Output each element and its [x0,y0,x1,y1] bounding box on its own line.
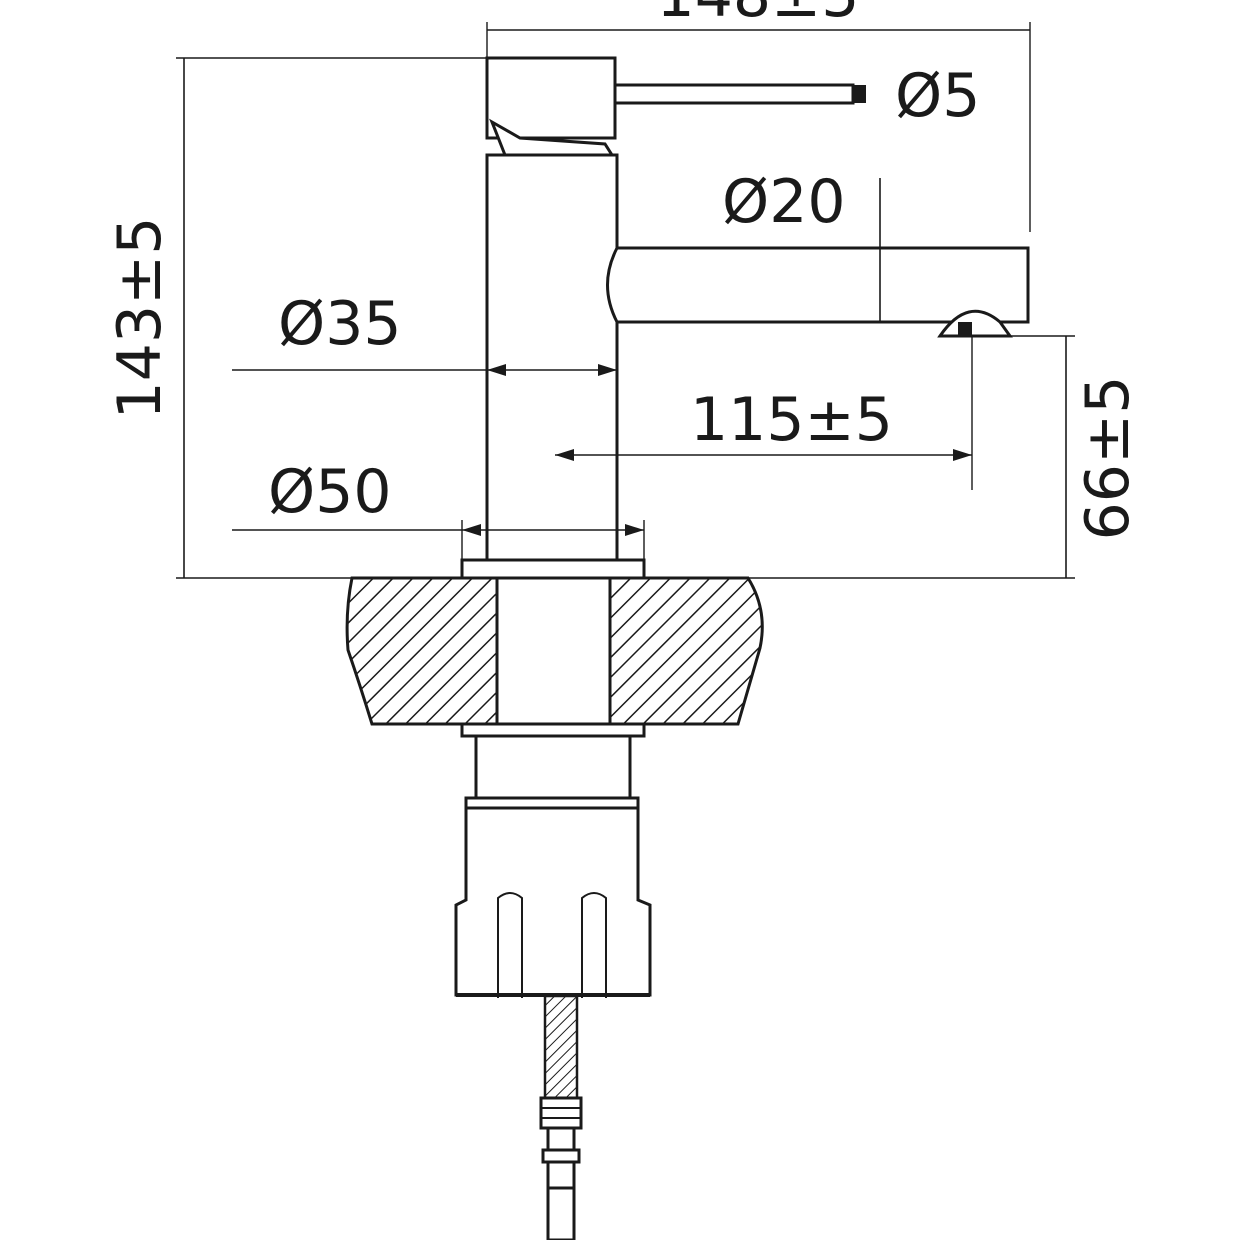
lever-rod [613,83,855,105]
lower-washer [460,722,646,738]
handle-cap [485,56,617,140]
lever-diameter-label: Ø5 [895,61,980,131]
overall-height-label: 143±5 [105,217,175,420]
dimension-labels: 148±5 Ø5 Ø20 Ø35 115±5 Ø50 143±5 66±5 [105,0,1143,540]
threaded-shank [474,734,632,800]
handle-neck [489,118,615,157]
under-counter-fitting [454,722,652,998]
countertop-right-block [608,576,764,726]
aerator [937,309,1013,338]
hose-ferrule [539,1096,583,1130]
lever-tip [853,85,866,103]
dimension-lines [176,22,1075,579]
nut-rib-2 [581,892,607,998]
spout-diameter-label: Ø20 [722,167,846,237]
base-flange [460,558,646,580]
mounting-nut [454,806,652,997]
body-diameter-label: Ø35 [278,289,402,359]
body-column [485,153,619,562]
base-diameter-label: Ø50 [268,457,392,527]
overall-width-label: 148±5 [657,0,860,31]
supply-hose [539,994,583,1240]
faucet-body [460,56,1030,580]
aerator-tip [958,322,972,336]
spout [606,246,1030,324]
countertop-section [345,576,764,726]
hose-tube-end [546,1186,576,1240]
nut-rib-1 [497,892,523,998]
spout-reach-label: 115±5 [690,385,893,455]
spout-height-label: 66±5 [1073,376,1143,541]
countertop-left-block [345,576,499,726]
hose-collar [541,1148,581,1164]
braided-hose [543,994,579,1100]
